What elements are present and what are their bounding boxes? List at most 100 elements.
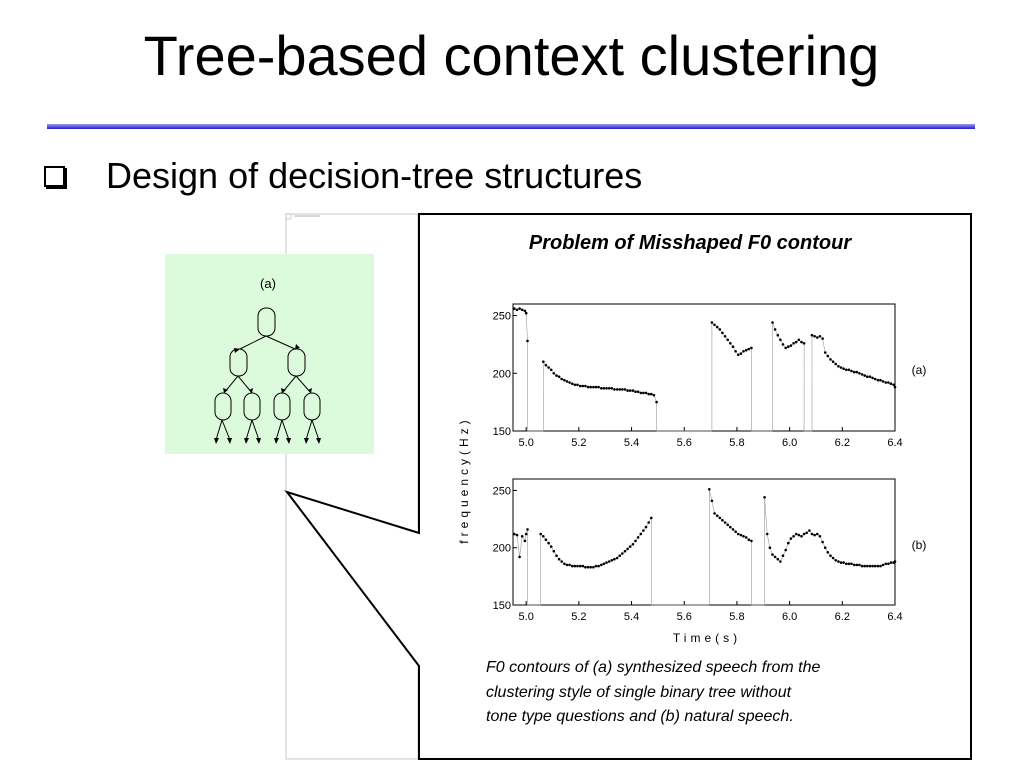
f0-point: [800, 535, 803, 538]
f0-point: [518, 555, 521, 559]
f0-point: [618, 388, 621, 391]
f0-point: [650, 516, 653, 520]
f0-point: [710, 321, 714, 324]
f0-point: [592, 565, 595, 569]
f0-point: [642, 391, 645, 395]
f0-point: [547, 541, 550, 545]
x-tick-label: 6.2: [835, 611, 850, 623]
f0-point: [639, 391, 643, 395]
f0-point: [863, 564, 866, 568]
f0-point: [602, 562, 606, 566]
f0-point: [636, 390, 640, 394]
f0-point: [555, 554, 558, 557]
chart-b-points: [513, 488, 897, 606]
f0-point: [626, 547, 629, 551]
f0-point: [726, 338, 729, 342]
f0-point: [847, 562, 851, 566]
f0-point: [568, 381, 571, 384]
f0-point: [789, 537, 793, 540]
f0-point: [779, 560, 782, 563]
f0-point: [802, 532, 806, 536]
f0-point: [520, 308, 524, 312]
f0-point: [892, 383, 895, 387]
f0-point: [873, 377, 877, 381]
f0-point: [839, 561, 843, 564]
f0-point: [834, 559, 837, 562]
tree-node: [243, 392, 261, 421]
f0-point: [855, 370, 859, 374]
f0-point: [568, 563, 571, 567]
f0-point: [602, 387, 606, 390]
f0-point: [549, 368, 553, 372]
f0-point: [708, 488, 711, 491]
f0-point: [576, 383, 579, 387]
f0-point: [860, 564, 864, 568]
f0-point: [818, 535, 822, 538]
f0-point: [623, 549, 627, 553]
f0-point: [779, 338, 782, 342]
f0-point: [515, 533, 519, 537]
chart-b-panel-label: (b): [912, 538, 927, 552]
f0-point: [565, 563, 569, 567]
f0-point: [771, 553, 774, 556]
f0-point: [715, 325, 719, 329]
f0-point: [647, 392, 650, 396]
f0-point: [552, 372, 556, 375]
f0-point: [889, 382, 893, 386]
tree-background: [165, 254, 374, 454]
f0-point: [594, 564, 598, 568]
f0-point: [776, 333, 780, 337]
f0-point: [881, 380, 885, 383]
f0-point: [739, 352, 743, 355]
f0-point: [578, 564, 582, 568]
f0-point: [647, 521, 650, 524]
f0-point: [628, 545, 632, 548]
f0-point: [586, 565, 590, 569]
f0-point: [573, 383, 577, 387]
f0-point: [594, 385, 598, 389]
f0-point: [750, 539, 753, 543]
f0-point: [578, 384, 582, 388]
f0-point: [655, 400, 658, 404]
slide-title: Tree-based context clustering: [143, 24, 880, 87]
f0-point: [718, 328, 722, 331]
f0-point: [718, 516, 722, 520]
f0-point: [823, 546, 827, 549]
tree-node: [273, 392, 291, 421]
f0-point: [845, 368, 848, 372]
title-divider: [47, 124, 975, 129]
tree-node: [303, 392, 321, 421]
chart-a-panel-label: (a): [912, 363, 927, 377]
f0-point: [826, 551, 830, 554]
f0-point: [605, 387, 608, 390]
f0-point: [713, 512, 716, 515]
f0-point: [613, 388, 616, 391]
f0-point: [887, 381, 890, 384]
y-tick-label: 250: [493, 311, 511, 323]
f0-point: [845, 562, 848, 566]
f0-point: [773, 555, 777, 559]
f0-point: [607, 387, 611, 390]
f0-point: [802, 342, 806, 345]
f0-point: [650, 392, 653, 396]
x-tick-label: 5.0: [519, 611, 534, 623]
f0-point: [634, 390, 637, 394]
f0-point: [773, 328, 777, 331]
f0-point: [734, 530, 737, 533]
f0-point: [571, 564, 574, 568]
f0-point: [589, 565, 592, 569]
f0-point: [871, 564, 874, 568]
f0-point: [866, 564, 869, 568]
f0-point: [631, 389, 635, 392]
f0-point: [644, 525, 648, 529]
f0-point: [789, 344, 793, 347]
f0-point: [871, 376, 874, 380]
f0-point: [581, 564, 585, 568]
f0-point: [652, 393, 656, 397]
f0-point: [797, 338, 801, 342]
f0-point: [729, 525, 732, 529]
f0-point: [771, 321, 774, 324]
f0-point: [826, 354, 830, 358]
f0-point: [544, 363, 548, 367]
